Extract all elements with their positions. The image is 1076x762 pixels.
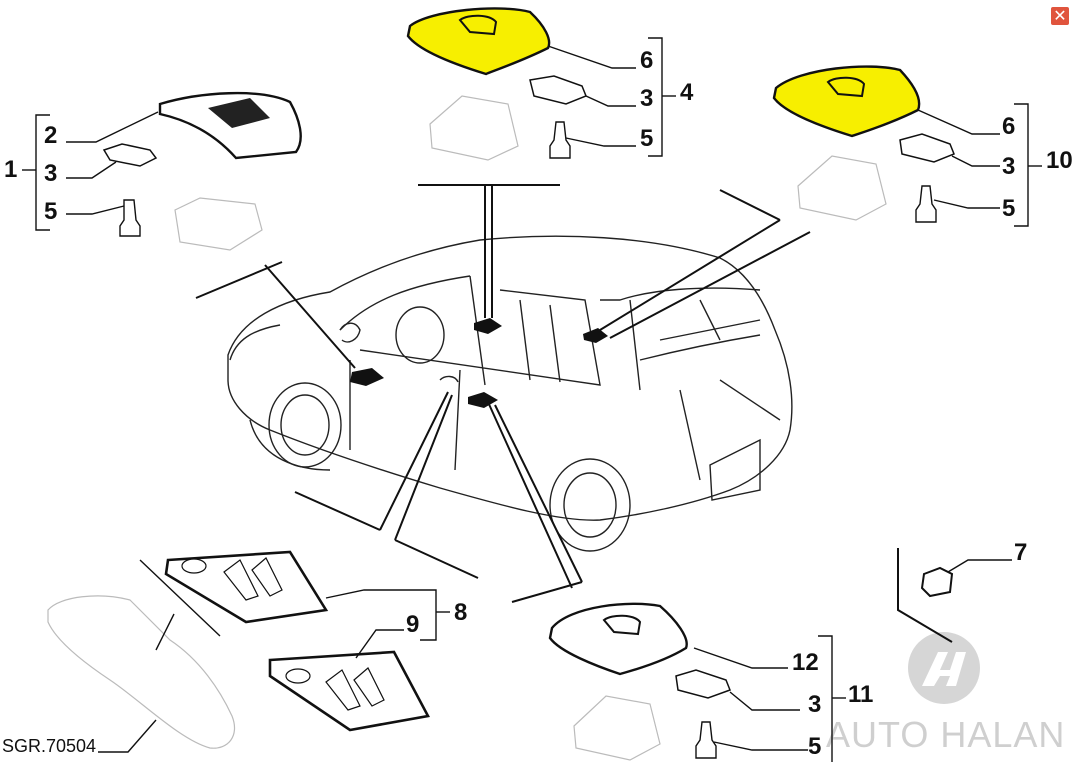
watermark-text: AUTO HALAN bbox=[826, 714, 1065, 755]
close-button[interactable]: ✕ bbox=[1051, 7, 1069, 25]
group-1: 1 2 3 5 bbox=[4, 91, 302, 251]
group-4-label: 4 bbox=[680, 79, 694, 106]
part-6-highlighted-housing bbox=[406, 7, 551, 76]
group-8-label: 8 bbox=[454, 599, 467, 626]
switch-module bbox=[174, 197, 263, 251]
part-3-clip bbox=[899, 133, 955, 163]
part-3-label: 3 bbox=[1002, 153, 1015, 180]
close-icon: ✕ bbox=[1053, 6, 1067, 25]
group-10: 6 3 5 10 bbox=[772, 65, 1073, 227]
panel-knob-icon bbox=[181, 558, 207, 574]
part-6-label: 6 bbox=[640, 47, 653, 74]
marker-front-door bbox=[350, 368, 384, 386]
ah-logo-glyph-icon bbox=[922, 652, 966, 686]
switch-module bbox=[429, 95, 519, 161]
panel-knob-icon bbox=[285, 668, 311, 684]
part-3-label: 3 bbox=[640, 85, 653, 112]
part-3-label: 3 bbox=[44, 160, 57, 187]
center-console bbox=[47, 595, 236, 749]
part-12-seat-icon bbox=[602, 614, 642, 636]
watermark-logo-icon bbox=[908, 632, 980, 704]
part-3-clip bbox=[675, 669, 731, 699]
part-3-clip bbox=[529, 75, 587, 105]
part-5-label: 5 bbox=[44, 198, 57, 225]
panel-rocker-switches bbox=[223, 557, 283, 601]
marker-rear-door bbox=[468, 392, 498, 408]
part-5-label: 5 bbox=[808, 733, 821, 760]
part-2-label: 2 bbox=[44, 122, 57, 149]
part-2-window-switch-icon bbox=[208, 98, 270, 128]
part-6-seat-icon bbox=[826, 76, 866, 98]
part-6-seat-icon bbox=[458, 14, 498, 36]
watermark: AUTO HALAN bbox=[826, 632, 1065, 755]
marker-rear-right bbox=[583, 328, 608, 343]
part-5-label: 5 bbox=[1002, 195, 1015, 222]
part-6-label: 6 bbox=[1002, 113, 1015, 140]
leader-lines bbox=[195, 184, 953, 643]
part-7-connector bbox=[920, 566, 954, 598]
part-3-label: 3 bbox=[808, 691, 821, 718]
part-5-screw bbox=[915, 185, 937, 223]
part-9-label: 9 bbox=[406, 611, 419, 638]
part-5-screw bbox=[549, 121, 571, 159]
group-10-label: 10 bbox=[1046, 147, 1073, 174]
reference-code: SGR.70504 bbox=[2, 736, 96, 756]
part-12-switch-housing bbox=[548, 602, 688, 676]
group-4: 6 3 5 4 bbox=[406, 7, 694, 161]
switch-module bbox=[797, 155, 887, 221]
part-5-screw bbox=[695, 721, 717, 759]
group-11-label: 11 bbox=[848, 681, 873, 708]
switch-module bbox=[573, 695, 661, 761]
marker-center-console bbox=[474, 318, 502, 334]
part-3-clip bbox=[102, 143, 158, 167]
panel-rocker-switches bbox=[325, 667, 385, 711]
part-7-label: 7 bbox=[1014, 539, 1027, 566]
group-1-label: 1 bbox=[4, 156, 17, 183]
part-5-screw bbox=[119, 199, 141, 237]
car-switch-markers bbox=[350, 318, 608, 408]
group-11: 12 3 5 11 bbox=[548, 602, 873, 762]
group-8: 8 9 SGR.70504 bbox=[2, 550, 467, 756]
part-12-label: 12 bbox=[792, 649, 819, 676]
car-illustration bbox=[227, 235, 793, 552]
part-7: 7 bbox=[920, 539, 1027, 598]
part-5-label: 5 bbox=[640, 125, 653, 152]
